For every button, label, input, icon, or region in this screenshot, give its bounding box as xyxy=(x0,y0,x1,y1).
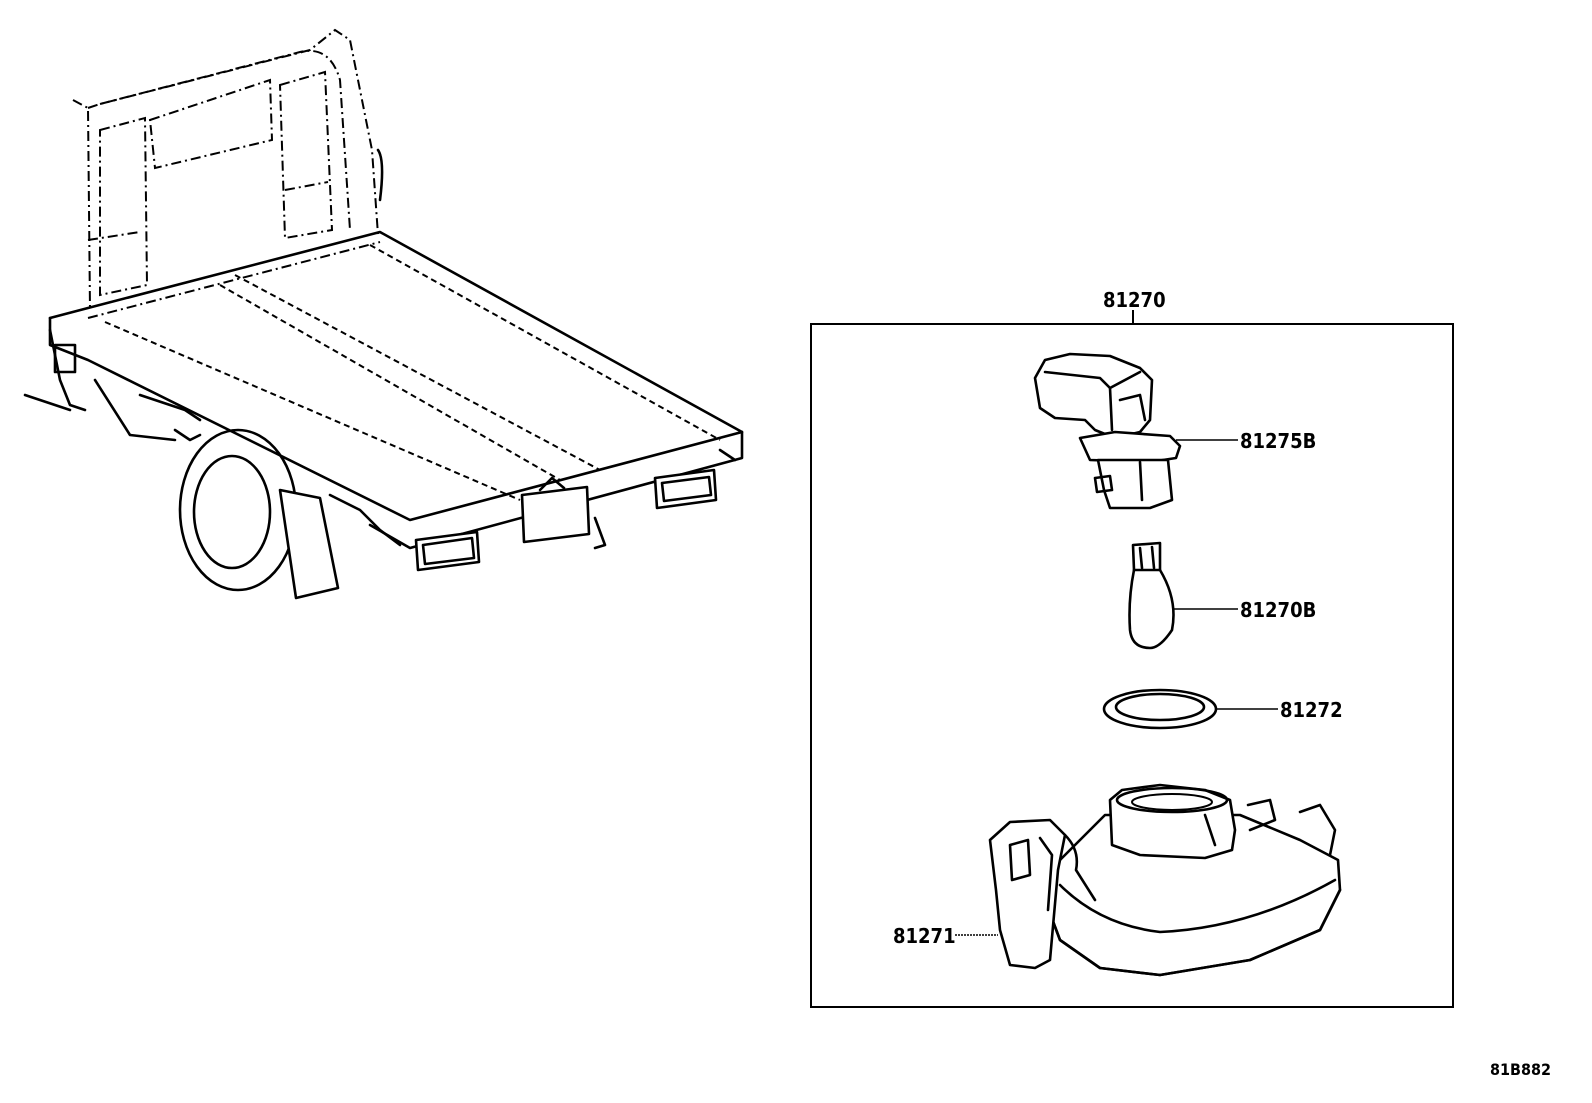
gasket-part xyxy=(1102,688,1218,730)
part-label-housing: 81271 xyxy=(893,924,956,948)
part-label-bulb: 81270B xyxy=(1240,598,1316,622)
truck-illustration xyxy=(23,28,744,600)
housing-part xyxy=(988,783,1342,977)
bulb-part xyxy=(1128,541,1175,650)
part-label-socket: 81275B xyxy=(1240,429,1316,453)
socket-part xyxy=(1033,352,1182,510)
part-label-gasket: 81272 xyxy=(1280,698,1343,722)
illustration-code: 81B882 xyxy=(1490,1060,1551,1079)
assembly-box xyxy=(810,310,1454,1008)
leader-lines xyxy=(955,439,1278,936)
assembly-label: 81270 xyxy=(1103,288,1166,312)
